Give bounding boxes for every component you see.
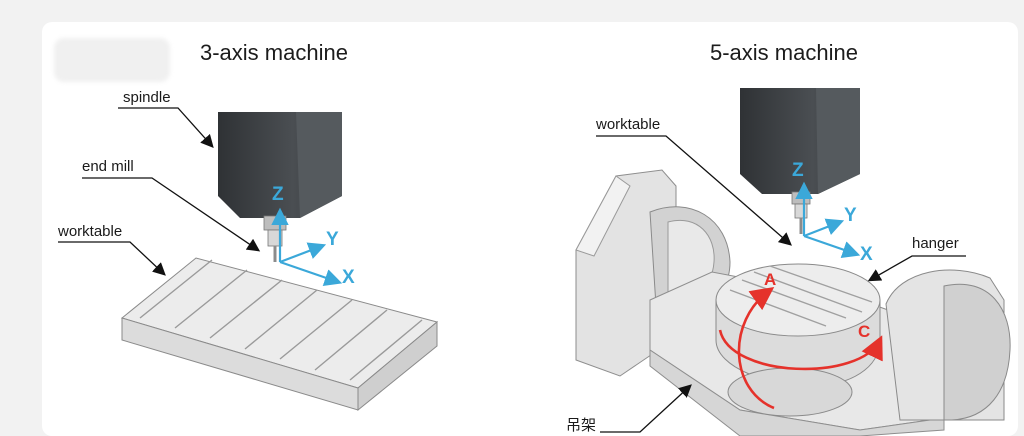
rotary-axis-a-label: A xyxy=(764,270,777,289)
three-axis-spindle xyxy=(218,112,342,262)
hanger-chinese-label: 吊架 xyxy=(566,417,597,434)
three-axis-x-label: X xyxy=(342,267,355,288)
five-axis-worktable-label: worktable xyxy=(596,116,661,133)
three-axis-coordinate-arrows xyxy=(271,207,343,287)
three-axis-worktable xyxy=(120,257,439,412)
five-axis-y-label: Y xyxy=(844,205,857,226)
rotary-axis-c-label: C xyxy=(858,322,871,341)
three-axis-y-label: Y xyxy=(326,229,339,250)
three-axis-z-label: Z xyxy=(272,184,284,205)
five-axis-z-label: Z xyxy=(792,160,804,181)
three-axis-worktable-label: worktable xyxy=(58,223,123,240)
five-axis-coordinate-arrows xyxy=(795,181,861,258)
five-axis-rotary-table xyxy=(715,263,881,417)
blurred-region xyxy=(54,38,170,82)
three-axis-title: 3-axis machine xyxy=(200,40,348,65)
five-axis-right-support xyxy=(885,269,1011,421)
three-axis-leader-lines xyxy=(58,107,261,276)
five-axis-title: 5-axis machine xyxy=(710,40,858,65)
hanger-label: hanger xyxy=(912,235,959,252)
five-axis-x-label: X xyxy=(860,244,873,265)
end-mill-label: end mill xyxy=(82,158,134,175)
five-axis-spindle xyxy=(740,88,860,234)
five-axis-rotation-arrows xyxy=(718,286,883,410)
five-axis-leader-lines xyxy=(596,135,966,433)
spindle-label: spindle xyxy=(123,89,171,106)
